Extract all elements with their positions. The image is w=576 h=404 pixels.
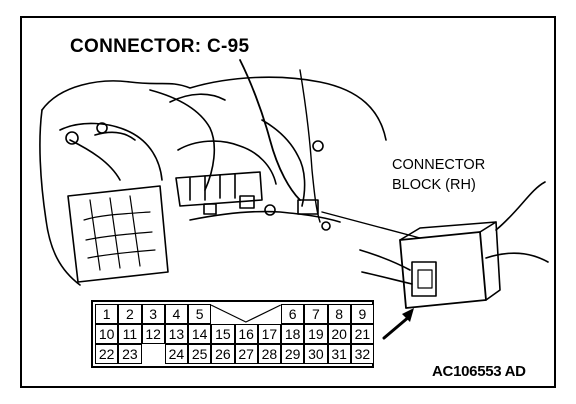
pin-19: 19 bbox=[304, 324, 328, 344]
connector-arrow-head bbox=[402, 308, 414, 322]
connector-block-label: CONNECTOR BLOCK (RH) bbox=[392, 155, 485, 195]
pin-17: 17 bbox=[257, 324, 281, 344]
pin-31: 31 bbox=[327, 344, 351, 364]
connector-block-label-line2: BLOCK (RH) bbox=[392, 177, 476, 193]
pin-16: 16 bbox=[234, 324, 258, 344]
pin-1: 1 bbox=[95, 304, 119, 324]
pin-15: 15 bbox=[211, 324, 235, 344]
pin-8: 8 bbox=[327, 304, 351, 324]
pin-25: 25 bbox=[188, 344, 212, 364]
connector-arrow bbox=[382, 314, 412, 340]
pin-18: 18 bbox=[281, 324, 305, 344]
pin-10: 10 bbox=[95, 324, 119, 344]
pin-26: 26 bbox=[211, 344, 235, 364]
pin-6: 6 bbox=[281, 304, 305, 324]
pin-11: 11 bbox=[118, 324, 142, 344]
diagram-title: CONNECTOR: C-95 bbox=[70, 36, 250, 57]
pin-22: 22 bbox=[95, 344, 119, 364]
dashboard-outline bbox=[41, 76, 387, 141]
pin-13: 13 bbox=[164, 324, 188, 344]
pin-32: 32 bbox=[350, 344, 374, 364]
reference-code: AC106553 AD bbox=[432, 363, 526, 380]
pin-9: 9 bbox=[350, 304, 374, 324]
pin-27: 27 bbox=[234, 344, 258, 364]
pin-23: 23 bbox=[118, 344, 142, 364]
pin-5: 5 bbox=[188, 304, 212, 324]
pin-29: 29 bbox=[281, 344, 305, 364]
connector-key bbox=[211, 304, 281, 323]
pin-30: 30 bbox=[304, 344, 328, 364]
pin-7: 7 bbox=[304, 304, 328, 324]
pin-12: 12 bbox=[141, 324, 165, 344]
pin-24: 24 bbox=[164, 344, 188, 364]
pin-4: 4 bbox=[164, 304, 188, 324]
pin-2: 2 bbox=[118, 304, 142, 324]
pin-14: 14 bbox=[188, 324, 212, 344]
pin-28: 28 bbox=[257, 344, 281, 364]
fuse-box-outline bbox=[67, 185, 169, 283]
pin-21: 21 bbox=[350, 324, 374, 344]
pin-3: 3 bbox=[141, 304, 165, 324]
connector-block-label-line1: CONNECTOR bbox=[392, 157, 486, 173]
pointer-line bbox=[321, 211, 421, 239]
pin-20: 20 bbox=[327, 324, 351, 344]
